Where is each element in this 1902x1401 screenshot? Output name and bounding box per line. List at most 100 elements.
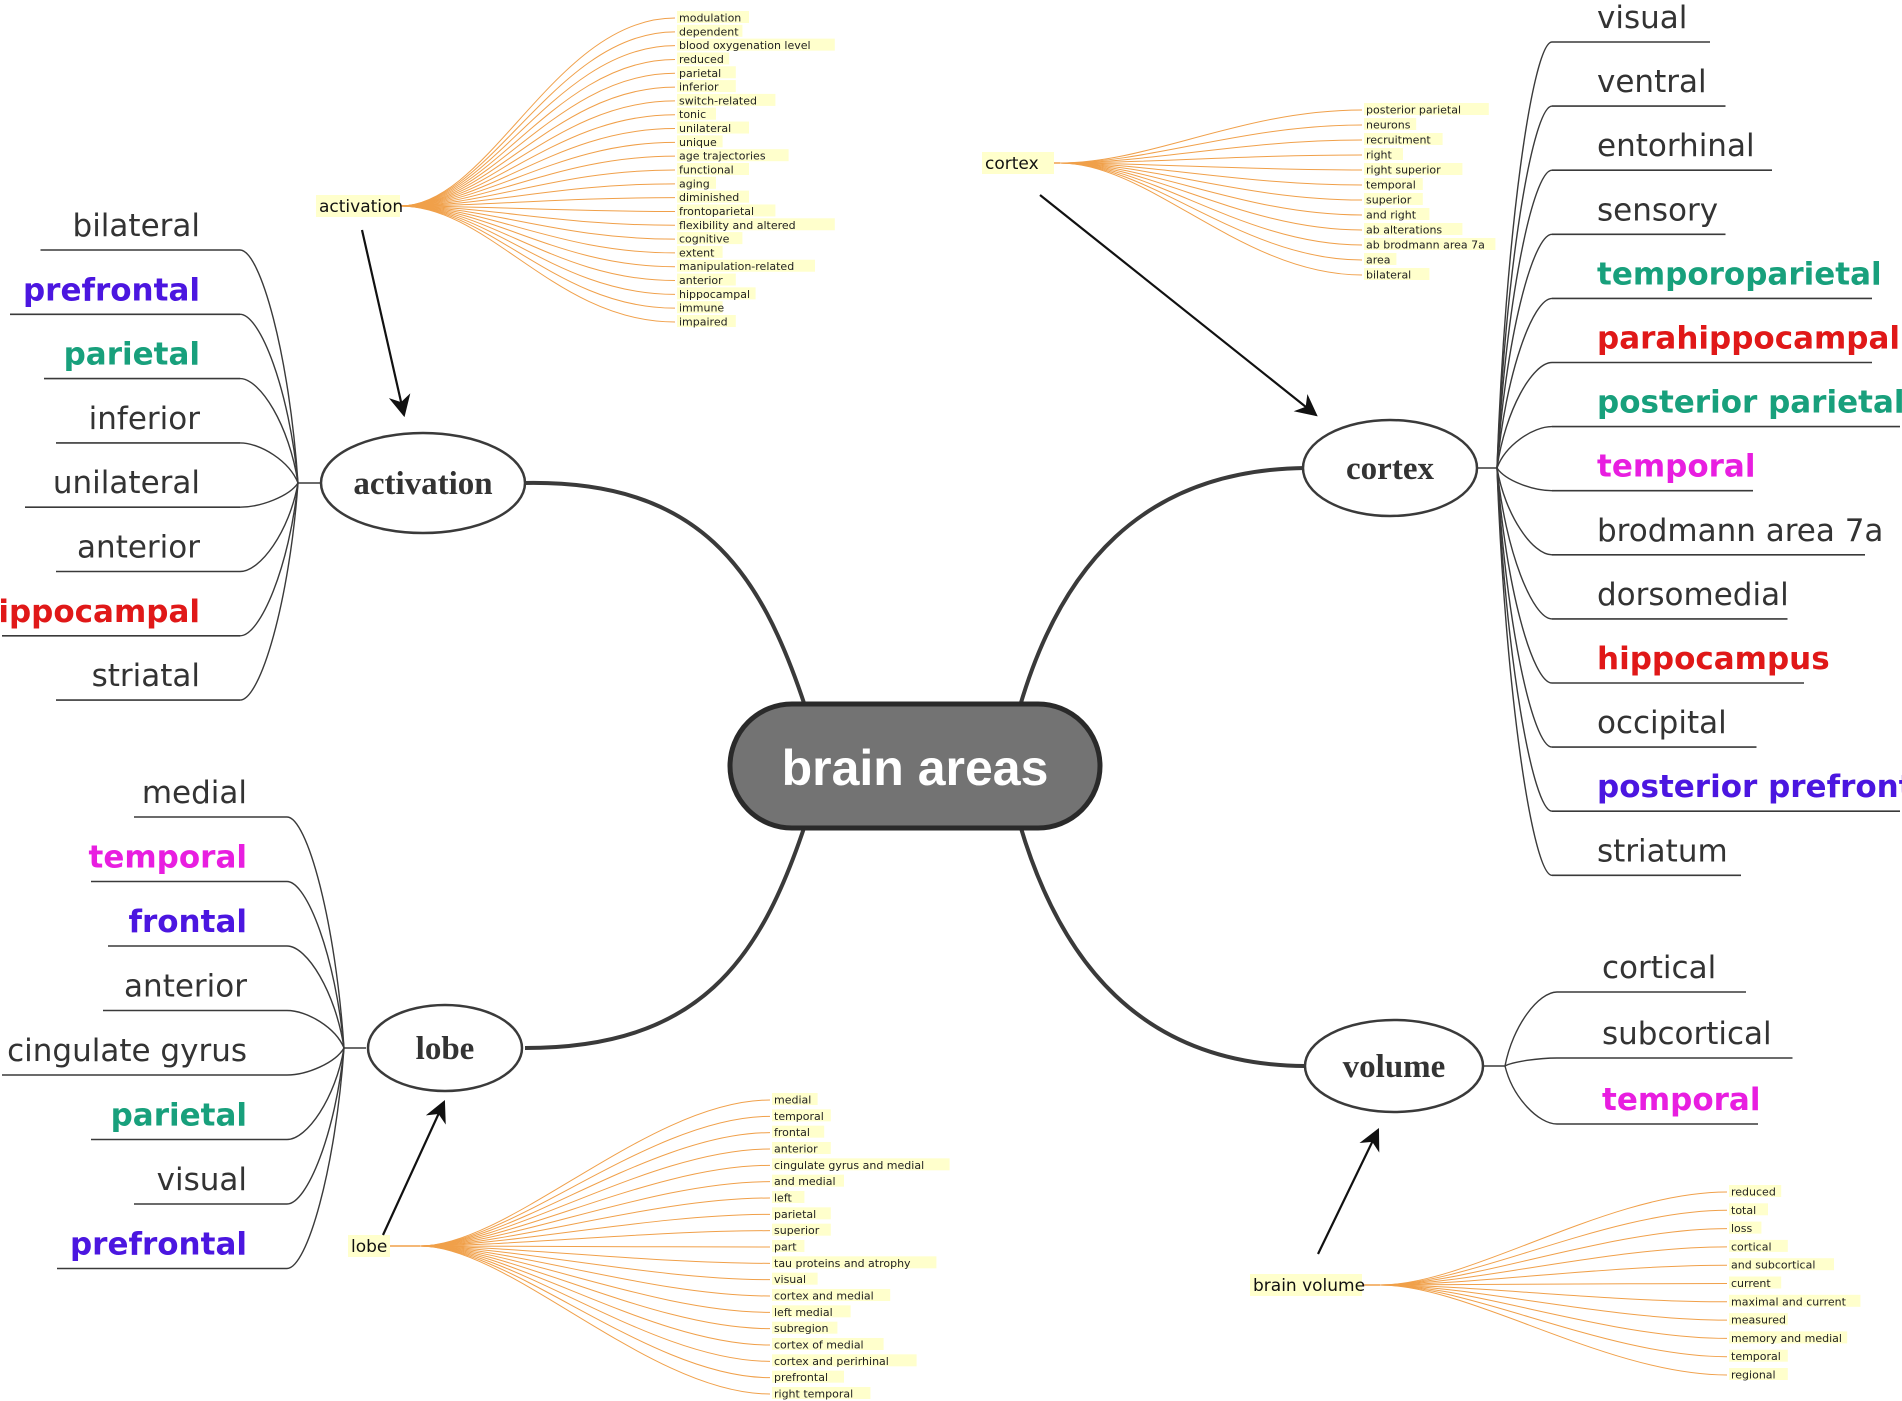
cortex-leaf-connector xyxy=(1496,297,1553,469)
cortex-leaf-item: entorhinal xyxy=(1597,128,1755,164)
activation-fan-term: anterior xyxy=(679,274,723,287)
volume-fan-term: measured xyxy=(1731,1314,1786,1327)
cortex-fan-term: right superior xyxy=(1366,164,1441,177)
fan-arrows xyxy=(360,194,1380,1255)
node-cortex: cortex xyxy=(1301,418,1479,518)
activation-fan-term-bg xyxy=(677,204,776,217)
activation-leaf-item: hippocampal xyxy=(0,594,200,630)
activation-fan-term: inferior xyxy=(679,81,719,94)
node-cortex-label: cortex xyxy=(1346,451,1434,487)
cortex-leaf-item: temporal xyxy=(1597,449,1755,485)
volume-fan-term-bg xyxy=(1729,1185,1782,1197)
cortex-leaf-item: visual xyxy=(1597,0,1687,36)
lobe-fan-term-bg xyxy=(772,1321,838,1334)
cortex-fan-term: ab alterations xyxy=(1366,224,1442,237)
lobe-fan-line xyxy=(419,1245,771,1313)
volume-fan-line xyxy=(1379,1264,1728,1286)
arrow-lobe xyxy=(382,1100,446,1236)
lobe-fan-term-bg xyxy=(772,1240,805,1252)
activation-fan-term-bg xyxy=(677,24,743,37)
volume-fan-term-bg xyxy=(1729,1258,1834,1271)
lobe-fan-term: tau proteins and atrophy xyxy=(774,1257,911,1270)
cortex-fan-term-bg xyxy=(1364,208,1430,220)
activation-fan-term: dependent xyxy=(679,25,739,38)
activation-fan-term-bg xyxy=(677,315,736,327)
lobe-fan-line xyxy=(419,1115,771,1247)
volume-leaf-connector xyxy=(1504,1065,1558,1125)
activation-leaf-item: bilateral xyxy=(73,208,200,244)
activation-fan-line xyxy=(399,205,676,240)
lobe-fan-line xyxy=(419,1245,771,1281)
cortex-leaf-connector xyxy=(1496,41,1553,469)
volume-leaf-item: temporal xyxy=(1602,1082,1760,1118)
cortex-leaf-item: occipital xyxy=(1597,705,1727,741)
lobe-fan-term: right temporal xyxy=(774,1388,853,1401)
lobe-fan-line xyxy=(419,1245,771,1395)
volume-fan-root: brain volume xyxy=(1253,1276,1365,1296)
lobe-leaf-item: temporal xyxy=(89,840,247,876)
activation-fan-term: reduced xyxy=(679,53,724,66)
cortex-leaf-item: brodmann area 7a xyxy=(1597,513,1883,549)
lobe-fan-term-bg xyxy=(772,1142,831,1154)
lobe-fan-line xyxy=(419,1245,771,1379)
node-volume: volume xyxy=(1303,1018,1485,1114)
cortex-fan-line xyxy=(1059,109,1363,164)
activation-fan-line xyxy=(399,45,676,207)
lobe-fan-term-bg xyxy=(772,1272,818,1285)
cortex-fan-line xyxy=(1059,162,1363,201)
lobe-fan-term: medial xyxy=(774,1094,811,1107)
activation-leaf-item: parietal xyxy=(64,337,200,373)
activation-fan-term: switch-related xyxy=(679,94,757,107)
volume-fan-line xyxy=(1379,1284,1728,1303)
lobe-fan-line xyxy=(419,1164,771,1247)
cortex-fan-line xyxy=(1059,124,1363,164)
volume-fan-line xyxy=(1379,1228,1728,1286)
cortex-fan-root: cortex xyxy=(985,154,1039,174)
volume-fan-term-bg xyxy=(1729,1276,1782,1289)
activation-fan-term-bg xyxy=(677,80,736,93)
volume-fan-line xyxy=(1379,1246,1728,1286)
activation-leaf-item: inferior xyxy=(89,401,201,437)
lobe-leaf-item: prefrontal xyxy=(70,1227,247,1263)
activation-leaf-connector xyxy=(239,313,299,484)
main-connectors xyxy=(524,466,1306,1068)
cortex-leaf-item: parahippocampal xyxy=(1597,321,1900,357)
volume-leaf-connector xyxy=(1504,1057,1558,1067)
lobe-fan-term: superior xyxy=(774,1224,820,1237)
volume-fan-term-bg xyxy=(1729,1221,1762,1234)
cortex-fan-term: ab brodmann area 7a xyxy=(1366,239,1485,252)
connector-cortex xyxy=(1018,466,1306,707)
cortex-leaf-item: posterior prefrontal xyxy=(1597,769,1902,805)
lobe-fan-line xyxy=(419,1181,771,1247)
lobe-fan-term-bg xyxy=(772,1207,831,1220)
cortex-leaf-connector xyxy=(1496,467,1553,620)
node-lobe-label: lobe xyxy=(416,1031,475,1067)
activation-fan-line xyxy=(399,205,676,212)
cortex-fan-term-bg xyxy=(1364,253,1397,265)
connector-volume xyxy=(1018,824,1306,1068)
lobe-fan-term: frontal xyxy=(774,1126,810,1139)
activation-fan-line xyxy=(399,100,676,207)
arrow-activation xyxy=(360,229,411,418)
cortex-leaf-connector xyxy=(1496,361,1553,469)
lobe-fan-term: part xyxy=(774,1241,797,1254)
lobe-fan-line xyxy=(419,1245,771,1248)
activation-fan-term-bg xyxy=(677,176,716,189)
cortex-leaf-connector xyxy=(1496,467,1553,492)
activation-fan-root: activation xyxy=(319,197,403,217)
lobe-fan-line xyxy=(419,1245,771,1346)
cortex-leaf-connector xyxy=(1496,425,1553,469)
activation-fan-line xyxy=(399,205,676,309)
cortex-leaf-item: hippocampus xyxy=(1597,641,1830,677)
lobe-fan-term-bg xyxy=(772,1370,844,1383)
volume-leaf-connector xyxy=(1504,991,1558,1067)
lobe-fan-term-bg xyxy=(772,1191,805,1203)
activation-fan-term: unique xyxy=(679,136,717,149)
cortex-fan-term: recruitment xyxy=(1366,134,1431,147)
cortex-fan-line xyxy=(1059,162,1363,246)
activation-fan-line xyxy=(399,205,676,323)
lobe-leaf-connector xyxy=(286,1047,345,1076)
cortex-fan-line xyxy=(1059,162,1363,231)
